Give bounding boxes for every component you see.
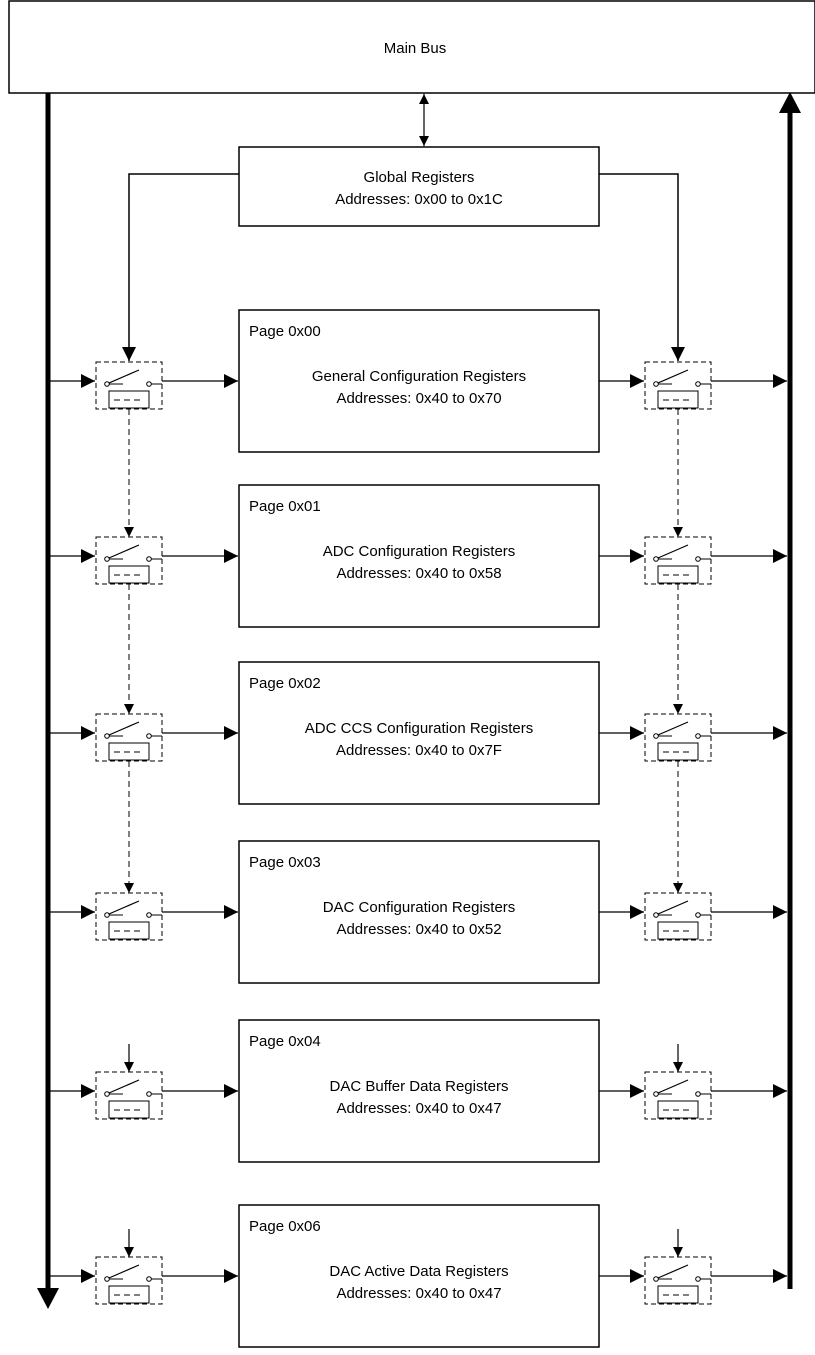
page-title-5: DAC Active Data Registers <box>329 1263 508 1280</box>
page-number-3: Page 0x03 <box>249 854 321 871</box>
page-number-2: Page 0x02 <box>249 675 321 692</box>
right-bus-arrow <box>779 92 801 113</box>
right-switch-5-blade <box>657 1264 689 1279</box>
left-switch-4-right-contact <box>146 1091 152 1097</box>
page-addresses-1: Addresses: 0x40 to 0x58 <box>336 565 501 582</box>
page-number-4: Page 0x04 <box>249 1033 321 1050</box>
left-switch-5-blade <box>108 1264 140 1279</box>
right-switch-4-blade <box>657 1079 689 1094</box>
left-switch-0-left-contact <box>104 381 110 387</box>
left-switch-2-right-contact <box>146 733 152 739</box>
right-switch-0-blade <box>657 369 689 384</box>
left-switch-5-right-contact <box>146 1276 152 1282</box>
right-switch-3-left-contact <box>653 912 659 918</box>
left-switch-2-blade <box>108 721 140 736</box>
right-switch-4-left-contact <box>653 1091 659 1097</box>
right-switch-3-right-contact <box>695 912 701 918</box>
page-title-3: DAC Configuration Registers <box>323 899 516 916</box>
right-switch-3-outline <box>644 892 712 941</box>
page-box-2 <box>238 661 600 805</box>
global-registers-addresses: Addresses: 0x00 to 0x1C <box>335 191 503 208</box>
page-number-0: Page 0x00 <box>249 323 321 340</box>
right-switch-5-right-contact <box>695 1276 701 1282</box>
left-switch-1-right-contact <box>146 556 152 562</box>
global-control-right <box>599 173 685 361</box>
page-title-2: ADC CCS Configuration Registers <box>305 720 533 737</box>
left-switch-3-outline <box>95 892 163 941</box>
page-box-1 <box>238 484 600 628</box>
right-switch-0-left-contact <box>653 381 659 387</box>
left-switch-2-left-contact <box>104 733 110 739</box>
page-box-4 <box>238 1019 600 1163</box>
left-switch-1-blade <box>108 544 140 559</box>
right-switch-2-left-contact <box>653 733 659 739</box>
right-switch-4-right-contact <box>695 1091 701 1097</box>
left-switch-1-left-contact <box>104 556 110 562</box>
right-switch-2-blade <box>657 721 689 736</box>
page-addresses-2: Addresses: 0x40 to 0x7F <box>336 742 502 759</box>
page-addresses-3: Addresses: 0x40 to 0x52 <box>336 921 501 938</box>
page-addresses-0: Addresses: 0x40 to 0x70 <box>336 390 501 407</box>
global-registers-box <box>238 146 600 227</box>
left-switch-3-right-contact <box>146 912 152 918</box>
right-switch-2-right-contact <box>695 733 701 739</box>
page-number-1: Page 0x01 <box>249 498 321 515</box>
page-box-3 <box>238 840 600 984</box>
page-addresses-4: Addresses: 0x40 to 0x47 <box>336 1100 501 1117</box>
left-bus-arrow <box>37 1288 59 1309</box>
page-box-5 <box>238 1204 600 1348</box>
main-bus-box <box>8 0 815 94</box>
left-switch-0-blade <box>108 369 140 384</box>
left-switch-3-blade <box>108 900 140 915</box>
right-switch-0-right-contact <box>695 381 701 387</box>
page-title-4: DAC Buffer Data Registers <box>330 1078 509 1095</box>
right-switch-1-left-contact <box>653 556 659 562</box>
page-addresses-5: Addresses: 0x40 to 0x47 <box>336 1285 501 1302</box>
main-bus-label: Main Bus <box>384 40 447 57</box>
page-title-1: ADC Configuration Registers <box>323 543 516 560</box>
left-switch-3-left-contact <box>104 912 110 918</box>
left-switch-5-left-contact <box>104 1276 110 1282</box>
page-title-0: General Configuration Registers <box>312 368 526 385</box>
right-switch-1-blade <box>657 544 689 559</box>
left-switch-0-right-contact <box>146 381 152 387</box>
right-switch-3-blade <box>657 900 689 915</box>
page-box-0 <box>238 309 600 453</box>
left-switch-4-blade <box>108 1079 140 1094</box>
page-number-5: Page 0x06 <box>249 1218 321 1235</box>
right-switch-1-right-contact <box>695 556 701 562</box>
right-switch-5-left-contact <box>653 1276 659 1282</box>
left-switch-4-left-contact <box>104 1091 110 1097</box>
global-control-left <box>122 173 239 361</box>
global-registers-title: Global Registers <box>364 169 475 186</box>
